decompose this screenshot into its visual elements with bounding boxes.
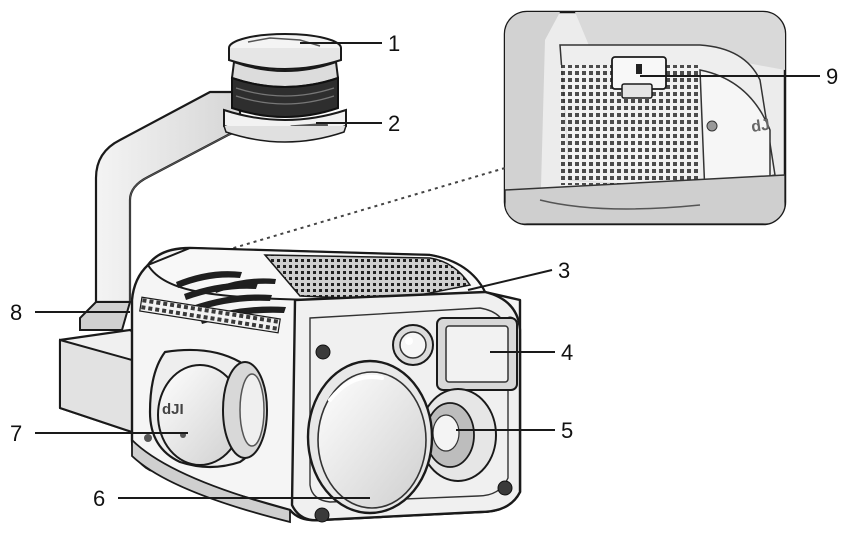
callout-number-4: 4: [561, 340, 573, 365]
callout-line-3: [467, 269, 553, 291]
zoom-camera: [306, 359, 434, 515]
gimbal-connector: [228, 33, 342, 88]
callout-number-8: 8: [10, 300, 22, 325]
callout-number-9: 9: [826, 64, 838, 89]
side-vent-strip: [139, 296, 281, 334]
laser-rangefinder: [392, 324, 434, 366]
dji-logo: dJI: [162, 401, 184, 418]
gimbal-arm: [58, 90, 242, 434]
callout-lines: [35, 42, 820, 499]
wide-camera: [419, 388, 497, 482]
gimbal-damper-ring: [223, 76, 347, 143]
callout-numbers: 1 2 3 4 5 6 7 8 9: [10, 31, 838, 511]
callout-number-3: 3: [558, 258, 570, 283]
callout-number-5: 5: [561, 418, 573, 443]
infrared-sensor-window: [436, 317, 518, 391]
inset-connector-dotted-line: [219, 167, 506, 253]
callout-number-1: 1: [388, 31, 400, 56]
top-vent-slots: [176, 271, 286, 324]
callout-number-6: 6: [93, 486, 105, 511]
svg-text:dJ: dJ: [750, 117, 771, 136]
callout-number-7: 7: [10, 421, 22, 446]
inset-detail-view: dJ: [503, 10, 787, 226]
thermal-camera: dJI: [144, 348, 268, 469]
callout-number-2: 2: [388, 111, 400, 136]
